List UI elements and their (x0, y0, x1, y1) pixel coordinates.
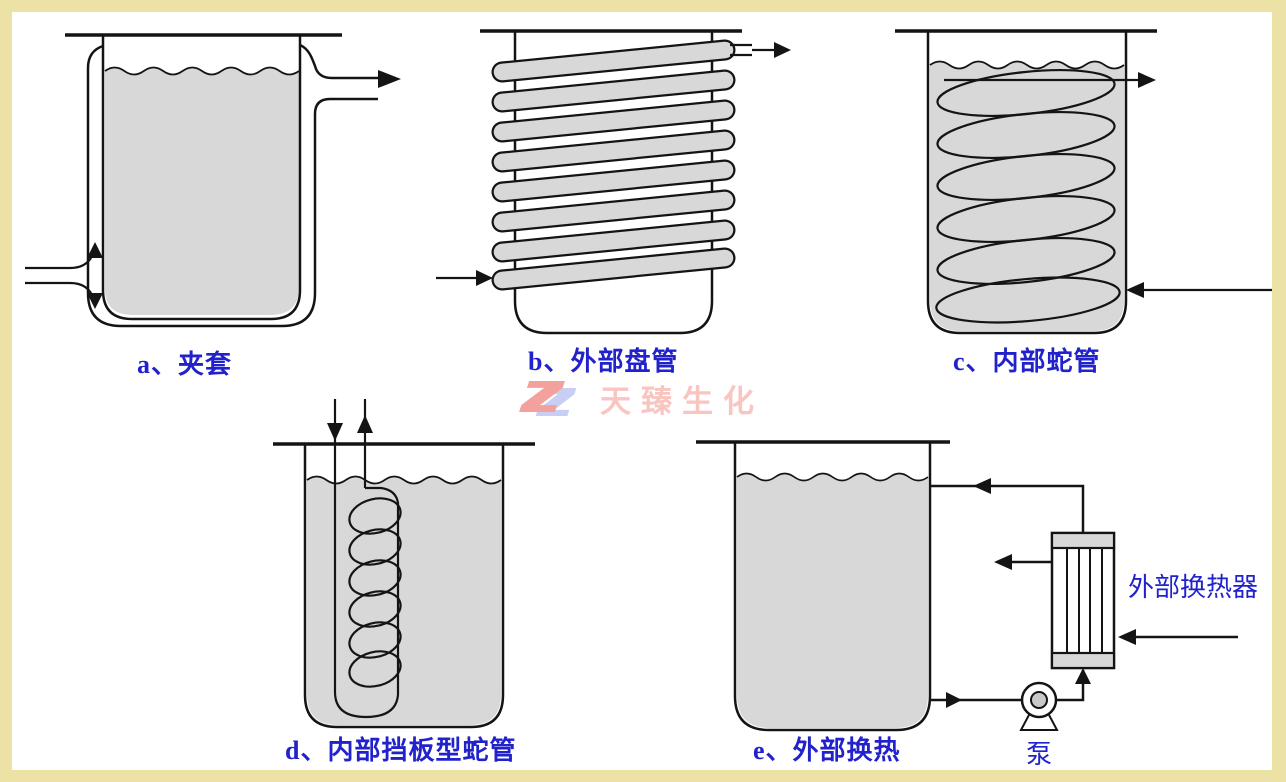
liquid-surface-wave (736, 472, 929, 482)
suction-arrow (946, 692, 962, 708)
vessel-wall (926, 31, 1128, 335)
jacket-inlet-pipe-upper (25, 255, 93, 270)
liquid-fill (737, 473, 928, 728)
liquid-surface-wave (104, 66, 300, 76)
inlet-down-arrow (87, 293, 103, 309)
outlet-up-arrow (357, 415, 373, 433)
discharge-pipe (1056, 670, 1085, 702)
jacket-outer-wall (86, 44, 378, 328)
coil-inlet-arrow (476, 270, 493, 286)
panel-c (880, 8, 1280, 348)
label-e: e、外部换热 (753, 736, 901, 765)
coil-outlet-arrow (774, 42, 791, 58)
baffle-coil-diagram (273, 399, 535, 729)
inlet-pipe-down (333, 399, 400, 719)
watermark: 天臻生化 (522, 376, 764, 421)
liquid-surface-wave (306, 475, 502, 485)
liquid-fill (105, 67, 299, 315)
label-a: a、夹套 (137, 350, 233, 379)
coil-inlet-arrow (1126, 282, 1144, 298)
panel-e (678, 418, 1284, 763)
discharge-up-arrow (1075, 668, 1091, 684)
label-c: c、内部蛇管 (953, 347, 1101, 376)
pump-icon (1019, 681, 1059, 731)
label-b: b、外部盘管 (528, 347, 679, 376)
inlet-up-arrow (87, 242, 103, 258)
heat-exchanger-icon (1050, 531, 1116, 670)
watermark-text: 天臻生化 (600, 384, 764, 419)
shell-inlet-arrow (1118, 629, 1136, 645)
pump-label: 泵 (1026, 740, 1053, 769)
liquid-fill (307, 476, 501, 725)
coil-tubes (491, 39, 736, 291)
outlet-arrow (378, 70, 401, 88)
jacket-vessel-diagram (25, 33, 401, 328)
panel-d (258, 397, 598, 742)
jacket-inlet-pipe-lower (25, 281, 93, 296)
vessel-wall (303, 444, 505, 729)
external-exchange-diagram (696, 440, 1238, 732)
internal-coil-diagram (895, 29, 1272, 335)
inlet-down-arrow (327, 423, 343, 441)
external-coil-diagram (436, 29, 791, 335)
liquid-surface-wave (929, 60, 1125, 70)
coil-top-bend (365, 486, 400, 695)
label-d: d、内部挡板型蛇管 (285, 736, 517, 765)
shell-outlet-arrow (994, 554, 1012, 570)
vessel-wall (101, 35, 302, 321)
panel-a (20, 8, 420, 343)
return-arrow (973, 478, 991, 494)
return-pipe (930, 484, 1085, 533)
helical-coil (935, 69, 1121, 324)
vessel-wall (733, 442, 932, 732)
coil-outlet-arrow (1138, 72, 1156, 88)
jacket-outlet-pipe (299, 43, 378, 80)
liquid-fill (930, 61, 1124, 331)
external-exchanger-label: 外部换热器 (1128, 573, 1259, 602)
baffle-coil-loops (348, 497, 402, 688)
panel-b (430, 8, 820, 348)
